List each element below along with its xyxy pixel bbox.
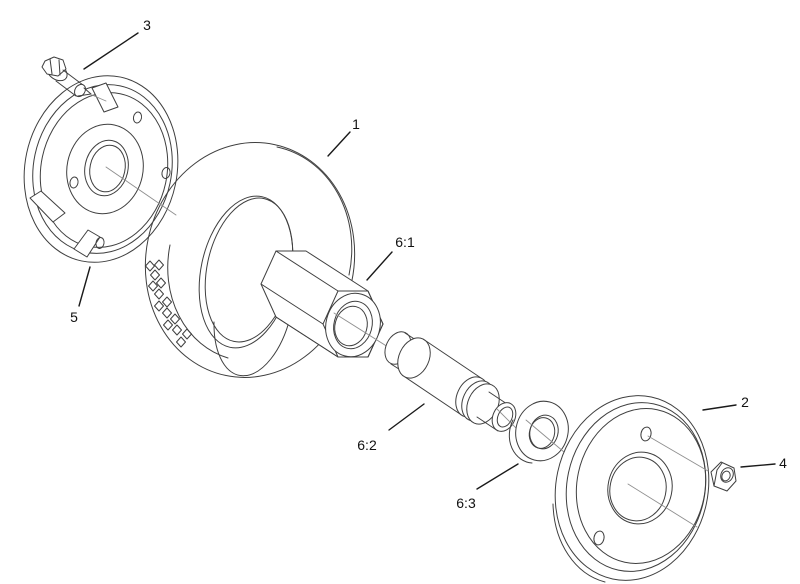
inner-wheel-rim-outline (23, 75, 179, 263)
leader-line-bolt (83, 32, 139, 70)
bolt-hole-centerline (647, 435, 709, 472)
axis-centerline (627, 483, 698, 528)
part-spacer (384, 331, 523, 435)
bolt-shank-end (74, 83, 86, 98)
inner-wheel-rib-left (29, 190, 66, 223)
outer-wheel-bolt-hole (593, 530, 605, 546)
inner-wheel-rib-top (91, 82, 119, 113)
callout-label-washer: 6:3 (456, 495, 476, 511)
leader-line-outer-wheel (702, 404, 737, 411)
inner-wheel-hub-boss (66, 123, 144, 215)
bushing-front-hex-face (322, 290, 384, 358)
spacer-body-edge (404, 376, 464, 417)
bolt-shank-edge (62, 69, 84, 86)
nut-hole-outer (720, 467, 734, 483)
bolt-head-facet (49, 58, 53, 75)
spacer-bore (496, 406, 514, 428)
tire-tread-pattern (145, 259, 192, 348)
outer-wheel-thickness-arc (552, 503, 606, 583)
leader-line-inner-wheel (78, 266, 91, 307)
inner-wheel-bore-outer (84, 139, 129, 197)
leader-line-spacer (388, 403, 425, 431)
callout-label-outer-wheel: 2 (741, 394, 749, 410)
inner-wheel-bore-inner (89, 144, 126, 193)
callout-label-bolt: 3 (143, 17, 151, 33)
leader-line-bushing (366, 251, 393, 281)
tire-bead-far-arc (213, 317, 291, 377)
callouts: 3 1 5 6:1 6:2 6:3 2 4 (70, 17, 787, 511)
inner-wheel-bolt-hole (132, 111, 143, 124)
inner-wheel-bolt-hole (69, 176, 79, 189)
inner-wheel-rib-bottom (73, 229, 101, 258)
tire-far-sidewall-arc (276, 146, 353, 276)
part-hex-bushing (260, 250, 397, 358)
callout-label-spacer: 6:2 (357, 437, 377, 453)
callout-label-inner-wheel: 5 (70, 309, 78, 325)
inner-wheel-bolt-hole (161, 167, 171, 179)
leader-line-washer (476, 463, 519, 490)
spacer-body-edge (422, 338, 482, 379)
leader-line-tire (327, 131, 351, 157)
bolt-tip (77, 93, 92, 97)
washer-thickness-arc (508, 419, 533, 464)
callout-label-bushing: 6:1 (395, 234, 415, 250)
part-outer-wheel-half (552, 395, 710, 583)
nut-hole-inner (721, 470, 731, 482)
outer-wheel-bolt-hole (640, 426, 652, 442)
bushing-edge (260, 283, 324, 325)
outer-wheel-face-edge (575, 408, 707, 564)
outer-wheel-bore-inner (609, 456, 667, 522)
leader-line-nut (740, 463, 776, 468)
bolt-tip (83, 87, 92, 95)
bolt-head-facet (58, 59, 61, 76)
bolt-shank-edge (55, 80, 77, 97)
axis-centerline (525, 419, 565, 453)
bushing-edge (275, 316, 339, 358)
part-inner-wheel-half (23, 75, 179, 263)
callout-label-nut: 4 (779, 455, 787, 471)
tire-tread-shoulder-arc (167, 244, 229, 359)
bushing-bore-inner (334, 305, 368, 347)
axis-centerline (105, 166, 177, 216)
outer-wheel-bore-outer (607, 451, 673, 525)
nut-facet (713, 469, 718, 487)
outer-wheel-rim-outline (554, 395, 710, 581)
callout-label-tire: 1 (352, 116, 360, 132)
part-flange-bolt (41, 56, 107, 102)
inner-wheel-bolt-hole (95, 237, 105, 249)
part-hex-nut (710, 461, 737, 492)
axis-centerline (91, 94, 107, 102)
washer-hole-inner (528, 417, 556, 449)
part-washer (508, 400, 569, 464)
nut-facet (716, 462, 723, 471)
bushing-edge (275, 250, 339, 292)
